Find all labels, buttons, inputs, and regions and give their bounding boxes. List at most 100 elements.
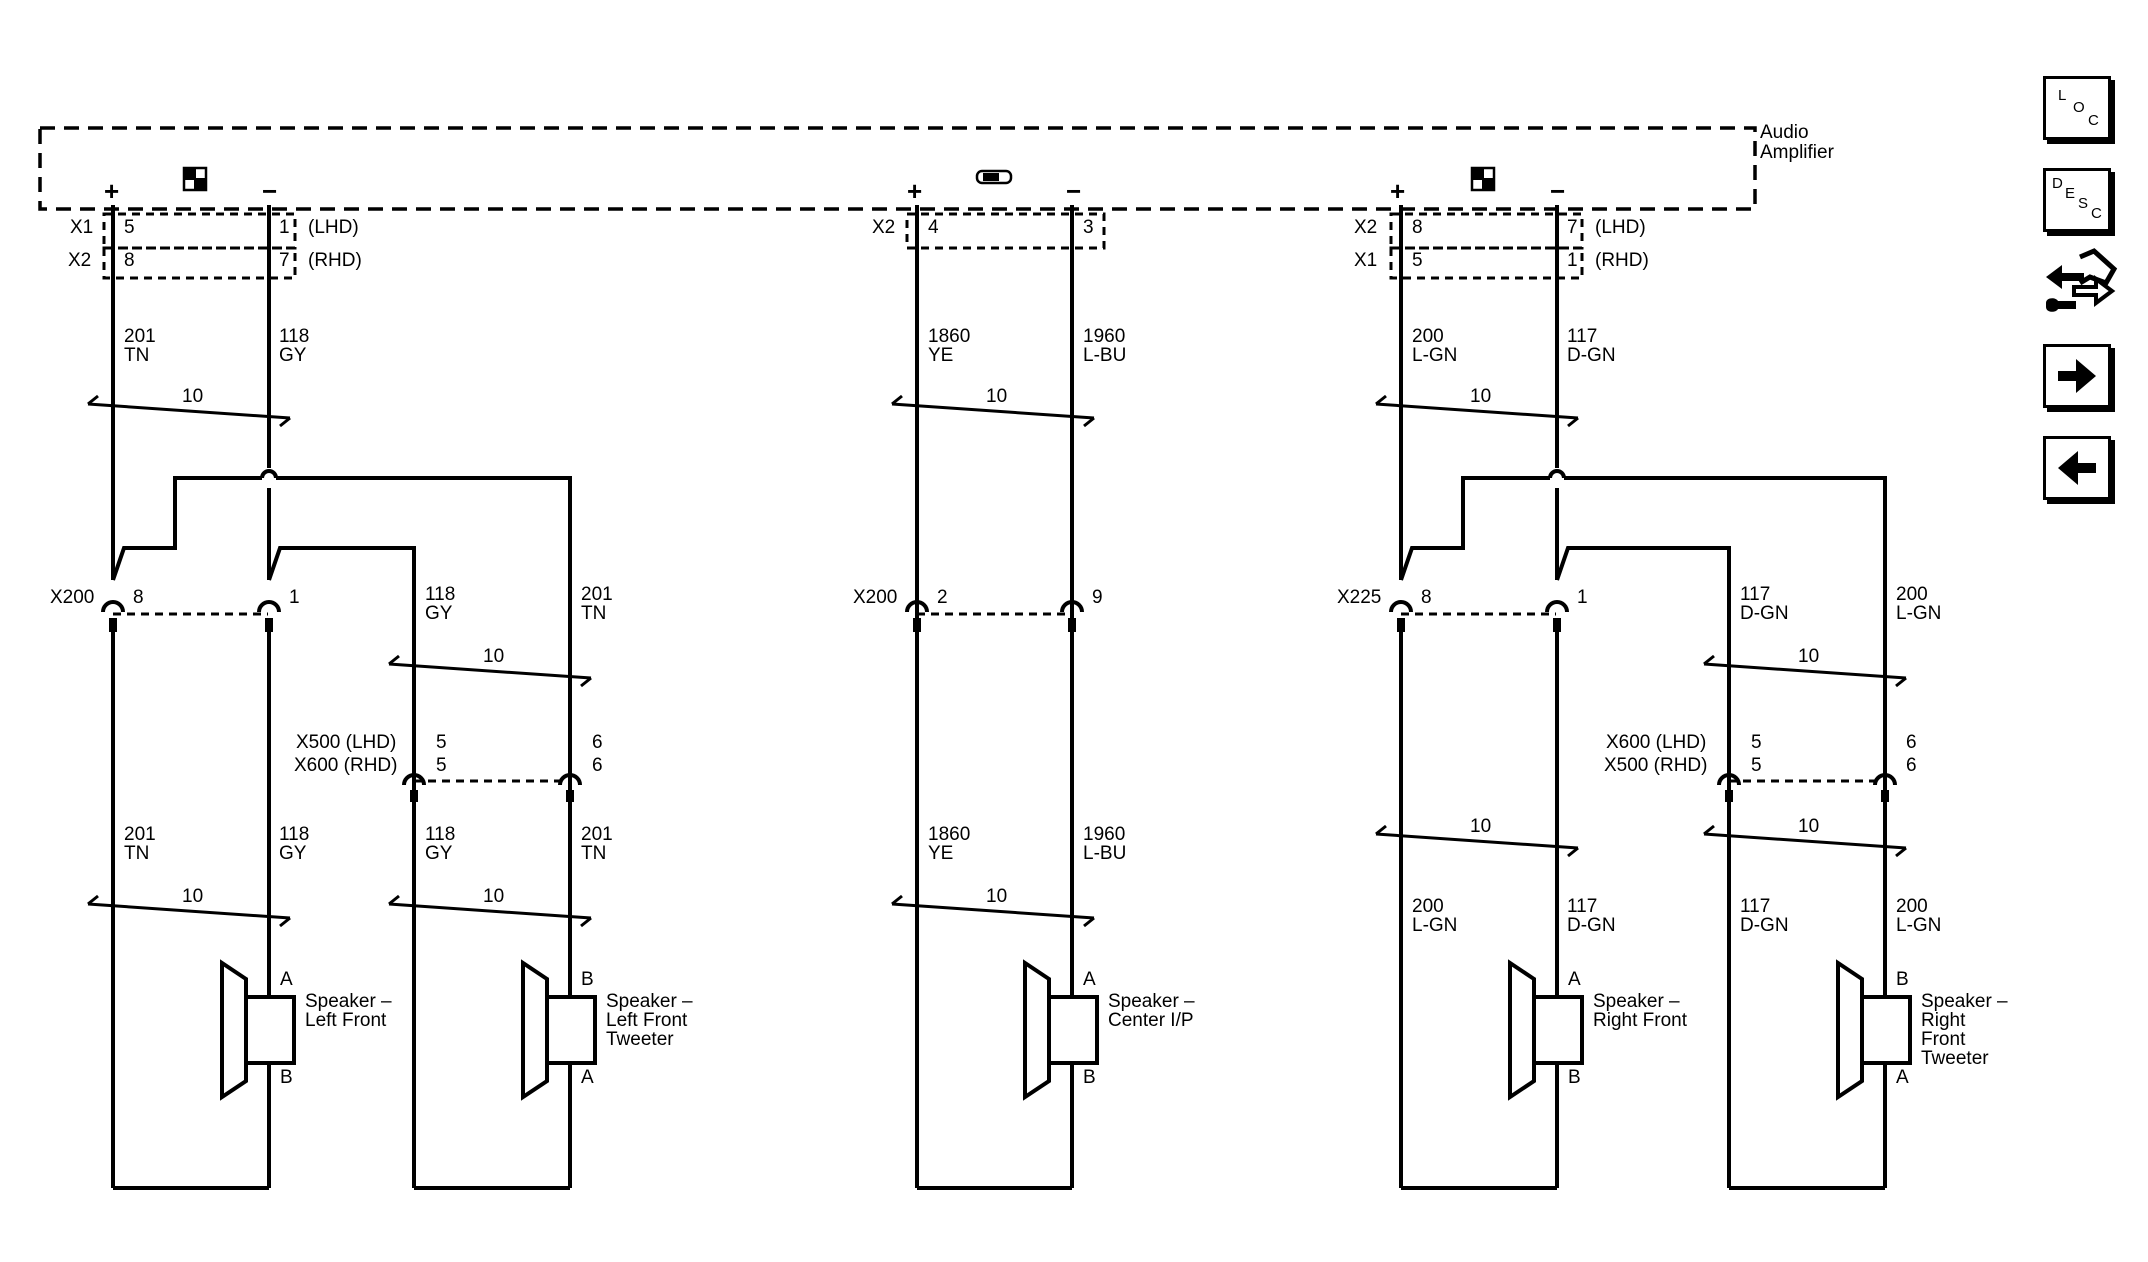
amplifier-label: Audio (1760, 122, 1809, 143)
pin-label: 8 (1412, 217, 1423, 238)
wire-label: D-GN (1567, 915, 1616, 936)
speaker-pin-label: A (581, 1067, 594, 1088)
loc-button[interactable]: L O C (2043, 76, 2111, 140)
minus-sign: − (262, 176, 277, 206)
wire-label: D-GN (1567, 345, 1616, 366)
wire-label: YE (928, 345, 953, 366)
wire-label: GY (425, 843, 453, 864)
speaker-label: Tweeter (1921, 1048, 1989, 1069)
wire-label: 117 (1567, 326, 1597, 347)
wire-label: L-BU (1083, 843, 1126, 864)
speaker-label: Speaker – (1108, 991, 1195, 1012)
twist-label: 10 (483, 646, 504, 667)
speaker-pin-label: B (280, 1067, 293, 1088)
speaker-pin-label: B (581, 969, 594, 990)
pin-label: 9 (1092, 587, 1103, 608)
pin-labels: 5 1 8 7 4 3 8 7 5 1 8 1 2 9 8 1 5 5 6 6 … (124, 217, 1917, 776)
connector-label: X2 (1354, 217, 1377, 238)
wire-label: GY (279, 345, 307, 366)
pin-label: 5 (436, 732, 447, 753)
wire-label: GY (279, 843, 307, 864)
connector-label: X2 (872, 217, 895, 238)
pin-label: 6 (592, 755, 603, 776)
back-button[interactable] (2043, 436, 2111, 500)
pin-label: 5 (1751, 732, 1762, 753)
connector-label: X2 (68, 250, 91, 271)
speaker-label: Speaker – (1921, 991, 2008, 1012)
pin-label: 8 (133, 587, 144, 608)
wire-label: L-GN (1896, 915, 1941, 936)
audio-amplifier: Audio Amplifier + − + − + − (38, 122, 1835, 211)
wire-label: 200 (1896, 584, 1928, 605)
wire-label: 117 (1567, 896, 1597, 917)
wire-label: 1960 (1083, 824, 1125, 845)
wire-label: TN (581, 603, 606, 624)
wire-label: 117 (1740, 896, 1770, 917)
arrow-left-icon (2058, 451, 2096, 485)
desc-icon-letter: S (2078, 195, 2089, 212)
pin-label: 1 (1577, 587, 1588, 608)
twist-label: 10 (1798, 646, 1819, 667)
wire-label: 200 (1412, 896, 1444, 917)
connector-label: X1 (70, 217, 93, 238)
speaker-label: Left Front (606, 1010, 688, 1031)
wire-label: 118 (425, 824, 455, 845)
twist-label: 10 (1470, 816, 1491, 837)
pin-label: 5 (436, 755, 447, 776)
wire-label: YE (928, 843, 953, 864)
plus-sign: + (104, 176, 119, 206)
plus-sign: + (1390, 176, 1405, 206)
speaker-label: Front (1921, 1029, 1966, 1050)
minus-sign: − (1550, 176, 1565, 206)
pin-label: 6 (592, 732, 603, 753)
speaker-pin-label: A (1896, 1067, 1909, 1088)
speaker-label: Center I/P (1108, 1010, 1194, 1031)
wire-label: L-GN (1412, 915, 1457, 936)
wire-label: TN (124, 345, 149, 366)
pin-label: 3 (1083, 217, 1094, 238)
wire-label: D-GN (1740, 915, 1789, 936)
pin-label: 2 (937, 587, 948, 608)
twist-label: 10 (483, 886, 504, 907)
pin-label: 7 (1567, 217, 1578, 238)
speaker-pin-label: A (280, 969, 293, 990)
twist-label: 10 (1798, 816, 1819, 837)
desc-button[interactable]: D E S C (2043, 168, 2111, 232)
twist-label: 10 (182, 886, 203, 907)
wire-label: 200 (1896, 896, 1928, 917)
loc-icon-letter: L (2058, 87, 2067, 104)
pin-label: 5 (1751, 755, 1762, 776)
connector-labels: X1 X2 (LHD) (RHD) X2 X2 X1 (LHD) (RHD) X… (50, 217, 1707, 776)
connector-label: X500 (LHD) (296, 732, 396, 753)
pin-label: 1 (279, 217, 290, 238)
speaker-label: Right Front (1593, 1010, 1688, 1031)
pin-label: 8 (1421, 587, 1432, 608)
twist-labels: 10 10 10 10 10 10 10 10 10 10 (182, 386, 1819, 907)
wire-label: TN (124, 843, 149, 864)
speaker-label: Right (1921, 1010, 1966, 1031)
connector-label: (LHD) (1595, 217, 1646, 238)
amplifier-label: Amplifier (1760, 142, 1835, 163)
speaker-label: Left Front (305, 1010, 387, 1031)
speaker-pin-label: B (1083, 1067, 1096, 1088)
wire-label: L-GN (1896, 603, 1941, 624)
next-button[interactable] (2043, 344, 2111, 408)
wire-label: 118 (279, 824, 309, 845)
wire-label: 200 (1412, 326, 1444, 347)
wire-crossovers (260, 469, 1566, 479)
connector-label: (RHD) (1595, 250, 1649, 271)
wire-label: 117 (1740, 584, 1770, 605)
speaker-label: Tweeter (606, 1029, 674, 1050)
wire-label: GY (425, 603, 453, 624)
speaker-label: Speaker – (606, 991, 693, 1012)
speaker-pin-label: A (1568, 969, 1581, 990)
speaker-label: Speaker – (1593, 991, 1680, 1012)
fused-ground-icon (182, 166, 208, 192)
desc-icon-letter: E (2065, 185, 2076, 202)
wire-label: L-GN (1412, 345, 1457, 366)
pin-label: 1 (1567, 250, 1578, 271)
loc-icon-letter: O (2073, 99, 2085, 116)
tools-icon[interactable] (2040, 247, 2118, 313)
pin-label: 4 (928, 217, 939, 238)
connector-label: X600 (RHD) (294, 755, 397, 776)
